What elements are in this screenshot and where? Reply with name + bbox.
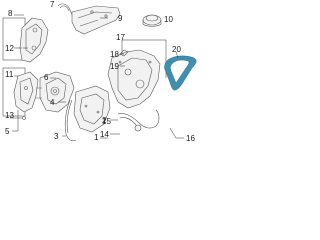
callout-15: 15 [102, 117, 111, 126]
cover-plate-part [19, 17, 49, 63]
lower-cover-part [13, 71, 39, 113]
hose-lower-part [117, 113, 157, 129]
callout-10: 10 [164, 15, 173, 24]
callout-19: 19 [110, 62, 119, 71]
callout-3: 3 [54, 132, 59, 141]
part-group-bottom-right [110, 109, 160, 135]
part-group-center-right [107, 39, 167, 109]
callout-labels: 8 12 7 9 10 17 18 19 20 11 13 5 6 4 3 1 … [5, 0, 195, 143]
cap-part [142, 14, 162, 26]
part-group-cap [142, 14, 162, 27]
part-group-top-middle [57, 3, 121, 35]
leader-lines [12, 77, 184, 139]
part-group-left-middle [2, 67, 39, 120]
part-group-bottom-center [58, 85, 111, 142]
callout-7: 7 [50, 0, 55, 9]
clamp-part [134, 124, 142, 132]
callout-16: 16 [186, 134, 195, 143]
callout-20: 20 [172, 45, 181, 54]
callout-14: 14 [100, 130, 109, 139]
callout-17: 17 [116, 33, 125, 42]
part-group-belt [164, 51, 197, 91]
callout-12: 12 [5, 44, 14, 53]
timing-belt-part [164, 55, 197, 91]
callout-13: 13 [5, 111, 14, 120]
dipstick-tube-part [64, 99, 77, 142]
callout-11: 11 [5, 70, 14, 79]
upper-cover-part [71, 5, 121, 35]
parts-diagram: 8 12 7 9 10 17 18 19 20 11 13 5 6 4 3 1 … [2, 0, 197, 143]
callout-6: 6 [44, 73, 49, 82]
part-group-top-left [2, 14, 49, 63]
callout-1: 1 [94, 133, 99, 142]
callout-18: 18 [110, 50, 119, 59]
callout-4: 4 [50, 98, 55, 107]
callout-5: 5 [5, 127, 10, 136]
callout-2: 2 [102, 116, 107, 125]
callout-8: 8 [8, 9, 13, 18]
callout-9: 9 [118, 14, 123, 23]
